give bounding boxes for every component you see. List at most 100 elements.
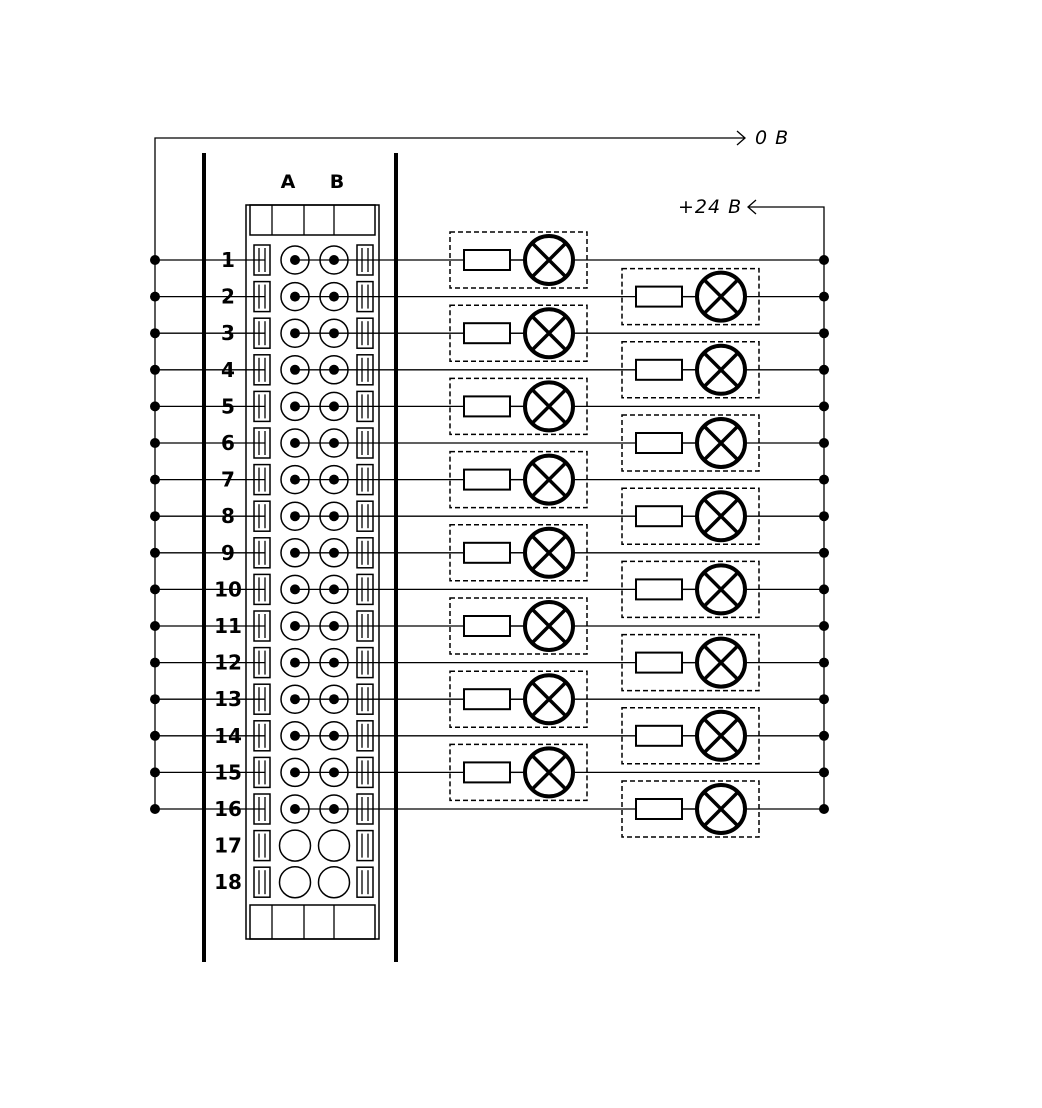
junction-dot-right (819, 804, 829, 814)
resistor-icon (635, 724, 683, 747)
load-enclosure (449, 524, 588, 582)
junction-dot-right (819, 584, 829, 595)
resistor-icon (463, 395, 511, 418)
junction-dot-right (819, 511, 829, 522)
plus-24v-label: +24 В (678, 196, 742, 218)
junction-dot-left (150, 657, 160, 668)
load-enclosure (621, 341, 760, 399)
load-enclosure (621, 267, 760, 326)
resistor-icon (635, 358, 683, 381)
load-6 (621, 414, 760, 472)
pin-a (278, 829, 312, 862)
junction-dot-right (819, 291, 829, 302)
load-enclosure (449, 231, 588, 289)
load-11 (449, 597, 588, 655)
column-label-a: A (281, 171, 296, 193)
load-enclosure (621, 487, 760, 545)
load-enclosure (449, 670, 588, 728)
resistor-icon (635, 578, 683, 601)
pin-a (278, 865, 312, 899)
row-label: 18 (214, 870, 242, 894)
terminal-row: 17 (214, 829, 374, 862)
junction-dot-left (150, 767, 160, 778)
load-14 (621, 707, 760, 765)
load-16 (621, 780, 760, 838)
load-enclosure (621, 560, 760, 619)
load-1 (449, 231, 588, 289)
load-enclosure (449, 597, 588, 655)
load-enclosure (621, 633, 760, 692)
junction-dot-right (819, 255, 829, 265)
clamp-left (253, 829, 271, 862)
resistor-icon (635, 285, 683, 308)
resistor-icon (635, 651, 683, 674)
load-enclosure (621, 414, 760, 472)
junction-dot-left (150, 328, 160, 339)
load-2 (621, 267, 760, 326)
junction-dot-right (819, 401, 829, 412)
resistor-icon (463, 761, 511, 784)
load-7 (449, 450, 588, 509)
resistor-icon (463, 322, 511, 345)
junction-dot-left (150, 255, 160, 265)
terminal-row: 2 (221, 280, 374, 313)
junction-dot-left (150, 401, 160, 412)
junction-dot-right (819, 547, 829, 558)
load-enclosure (621, 707, 760, 765)
load-enclosure (449, 743, 588, 802)
junction-dot-right (819, 474, 829, 485)
resistor-icon (635, 432, 683, 454)
junction-dot-right (819, 767, 829, 778)
junction-dot-right (819, 438, 829, 448)
junction-dot-right (819, 621, 829, 631)
junction-dot-left (150, 291, 160, 302)
junction-dot-left (150, 584, 160, 595)
column-label-b: B (330, 171, 344, 193)
clamp-left (253, 866, 271, 898)
pin-b (317, 865, 351, 899)
load-9 (449, 524, 588, 582)
loads (449, 231, 760, 838)
pin-b (317, 829, 351, 862)
load-5 (449, 377, 588, 436)
junction-dot-right (819, 730, 829, 741)
resistor-icon (463, 688, 511, 711)
load-10 (621, 560, 760, 619)
junction-dot-right (819, 694, 829, 705)
terminal-row: 18 (214, 865, 374, 899)
junction-dot-right (819, 328, 829, 339)
row-label: 17 (214, 834, 242, 858)
load-15 (449, 743, 588, 802)
junction-dot-left (150, 364, 160, 375)
load-enclosure (621, 780, 760, 838)
junction-dot-left (150, 730, 160, 741)
junction-dot-left (150, 621, 160, 631)
resistor-icon (463, 541, 511, 564)
junction-dot-left (150, 694, 160, 705)
load-3 (449, 304, 588, 362)
junction-dot-left (150, 547, 160, 558)
load-enclosure (449, 304, 588, 362)
resistor-icon (463, 468, 511, 491)
zero-volt-label: 0 В (755, 127, 789, 149)
junction-dot-left (150, 511, 160, 522)
junction-dot-right (819, 657, 829, 668)
resistor-icon (635, 505, 683, 528)
load-8 (621, 487, 760, 545)
junction-dot-left (150, 804, 160, 814)
load-12 (621, 633, 760, 692)
plus-24v-rail: +24 В (678, 196, 825, 810)
resistor-icon (463, 615, 511, 637)
clamp-right (356, 829, 374, 862)
clamp-right (356, 866, 374, 898)
resistor-icon (463, 249, 511, 271)
load-13 (449, 670, 588, 728)
resistor-icon (635, 798, 683, 820)
load-4 (621, 341, 760, 399)
load-enclosure (449, 377, 588, 436)
junction-dot-left (150, 474, 160, 485)
load-enclosure (449, 450, 588, 509)
